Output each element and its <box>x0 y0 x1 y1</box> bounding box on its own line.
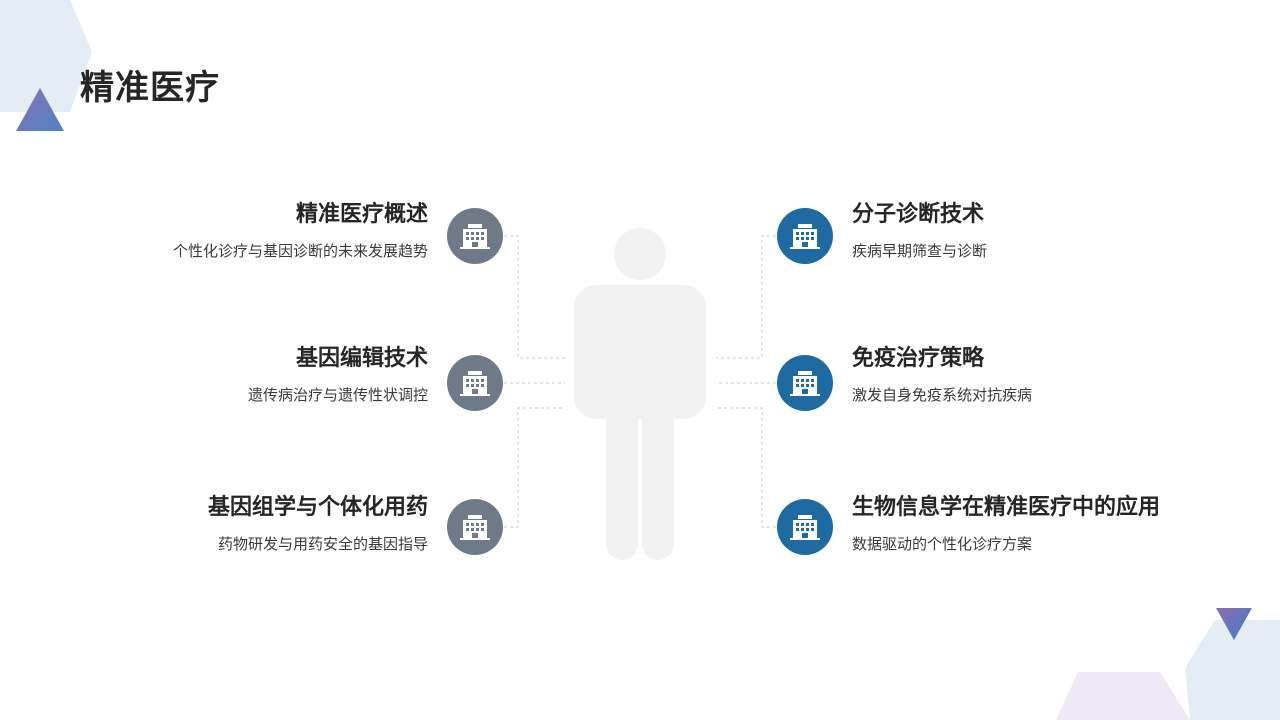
building-icon <box>460 224 490 249</box>
building-icon <box>460 371 490 396</box>
hexagon-bottom-right <box>1185 620 1280 720</box>
right-item-3: 生物信息学在精准医疗中的应用 数据驱动的个性化诊疗方案 <box>852 493 1280 556</box>
building-icon <box>790 371 820 396</box>
item-title: 生物信息学在精准医疗中的应用 <box>852 495 1161 520</box>
hexagon-top-left <box>0 0 92 112</box>
page-title: 精准医疗 <box>80 68 220 108</box>
item-description: 数据驱动的个性化诊疗方案 <box>852 535 1033 553</box>
connector-lines <box>504 235 776 528</box>
right-item-1-icon-circle <box>777 208 833 264</box>
right-item-3-icon-circle <box>777 499 833 555</box>
left-item-2-icon-circle <box>447 355 503 411</box>
right-item-2-icon-circle <box>777 355 833 411</box>
item-description: 遗传病治疗与遗传性状调控 <box>247 386 428 404</box>
item-description: 激发自身免疫系统对抗疾病 <box>852 386 1033 404</box>
item-description: 药物研发与用药安全的基因指导 <box>217 535 428 553</box>
item-description: 个性化诊疗与基因诊断的未来发展趋势 <box>172 242 428 260</box>
item-title: 精准医疗概述 <box>295 202 428 227</box>
right-item-2: 免疫治疗策略 激发自身免疫系统对抗疾病 <box>852 344 1280 407</box>
left-item-1-icon-circle <box>447 208 503 264</box>
item-description: 疾病早期筛查与诊断 <box>852 242 988 260</box>
building-icon <box>790 224 820 249</box>
item-title: 分子诊断技术 <box>852 202 985 227</box>
hexagon-bottom-purple <box>1056 672 1190 720</box>
right-item-1: 分子诊断技术 疾病早期筛查与诊断 <box>852 200 1280 263</box>
building-icon <box>460 515 490 540</box>
left-item-2: 基因编辑技术 遗传病治疗与遗传性状调控 <box>0 344 428 407</box>
left-item-1: 精准医疗概述 个性化诊疗与基因诊断的未来发展趋势 <box>0 200 428 263</box>
human-figure <box>574 228 706 560</box>
triangle-bottom-right <box>1216 608 1252 640</box>
item-title: 基因编辑技术 <box>295 346 428 371</box>
left-item-3: 基因组学与个体化用药 药物研发与用药安全的基因指导 <box>0 493 428 556</box>
building-icon <box>790 515 820 540</box>
triangle-top-left <box>16 88 64 131</box>
left-item-3-icon-circle <box>447 499 503 555</box>
item-title: 免疫治疗策略 <box>852 346 985 371</box>
item-title: 基因组学与个体化用药 <box>207 495 428 520</box>
